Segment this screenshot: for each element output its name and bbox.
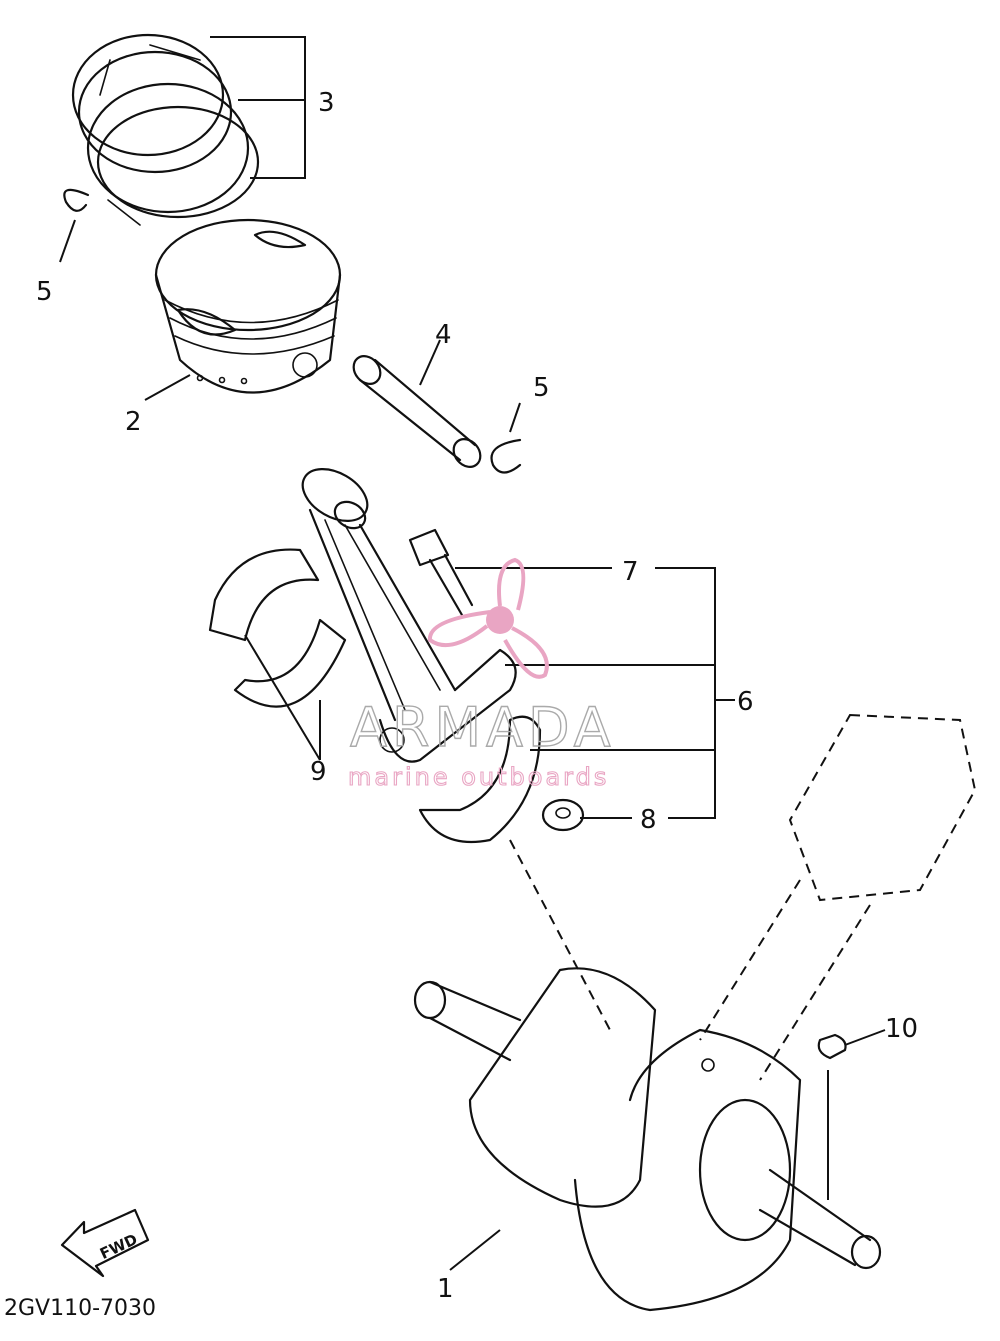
fwd-arrow-icon: FWD [60,1208,150,1278]
callout-10: 10 [885,1014,918,1044]
circlip-right [490,438,522,474]
callout-6: 6 [737,687,754,717]
callout-2: 2 [125,407,142,437]
diagram-code: 2GV110-7030 [4,1296,156,1321]
conrod-bolt [408,528,474,617]
callout-4: 4 [435,320,452,350]
piston-rings [71,33,260,226]
callout-5-right: 5 [533,373,550,403]
ghost-connecting-rod [509,713,977,1081]
propeller-logo-icon [428,557,549,679]
callout-3: 3 [318,88,335,118]
callout-8: 8 [640,805,657,835]
armada-watermark: ARMADA marine outboards [347,557,616,792]
conrod-cap [418,715,542,844]
watermark-tagline: marine outboards [348,763,609,791]
watermark-brand: ARMADA [350,696,616,759]
woodruff-key [817,1033,847,1200]
circlip-left [63,188,90,212]
callout-7: 7 [622,557,639,587]
piston-pin [352,355,482,468]
fwd-label: FWD [97,1230,140,1263]
callout-labels: 1 2 3 4 5 5 6 7 8 9 10 [36,88,918,1304]
callout-5-left: 5 [36,277,53,307]
connecting-rod [301,468,517,763]
leader-lines [59,36,886,1271]
piston [154,218,342,394]
conrod-nut [541,798,585,832]
crankshaft [413,967,882,1312]
bearing-upper [208,548,320,642]
callout-1: 1 [437,1274,454,1304]
callout-9: 9 [310,757,327,787]
bearing-lower [233,618,347,708]
